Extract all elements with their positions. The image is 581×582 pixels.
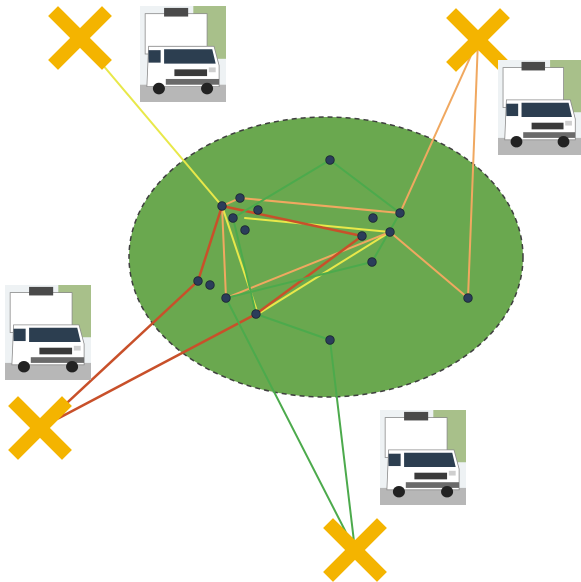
customer-node bbox=[367, 257, 377, 267]
refrigerated-truck-icon truck-south-east bbox=[380, 410, 466, 505]
customer-node bbox=[395, 208, 405, 218]
customer-node bbox=[193, 276, 203, 286]
customer-node bbox=[368, 213, 378, 223]
x-mark-icon depot-south bbox=[323, 518, 387, 582]
customer-node bbox=[240, 225, 250, 235]
customer-nodes bbox=[193, 155, 473, 345]
refrigerated-truck-icon truck-north-east bbox=[498, 60, 581, 155]
customer-node bbox=[253, 205, 263, 215]
customer-node bbox=[205, 280, 215, 290]
customer-node bbox=[463, 293, 473, 303]
x-mark-icon depot-north-east bbox=[446, 8, 510, 72]
customer-node bbox=[235, 193, 245, 203]
customer-node bbox=[325, 335, 335, 345]
customer-node bbox=[228, 213, 238, 223]
route-orange bbox=[221, 39, 479, 299]
customer-node bbox=[357, 231, 367, 241]
customer-node bbox=[385, 227, 395, 237]
x-mark-icon depot-north-west bbox=[48, 6, 112, 70]
customer-node bbox=[217, 201, 227, 211]
route-red bbox=[38, 204, 364, 430]
customer-node bbox=[221, 293, 231, 303]
customer-node bbox=[251, 309, 261, 319]
refrigerated-truck-icon truck-north-west bbox=[140, 6, 226, 102]
x-mark-icon depot-south-west bbox=[8, 396, 72, 460]
customer-node bbox=[325, 155, 335, 165]
refrigerated-truck-icon truck-south-west bbox=[5, 285, 91, 380]
